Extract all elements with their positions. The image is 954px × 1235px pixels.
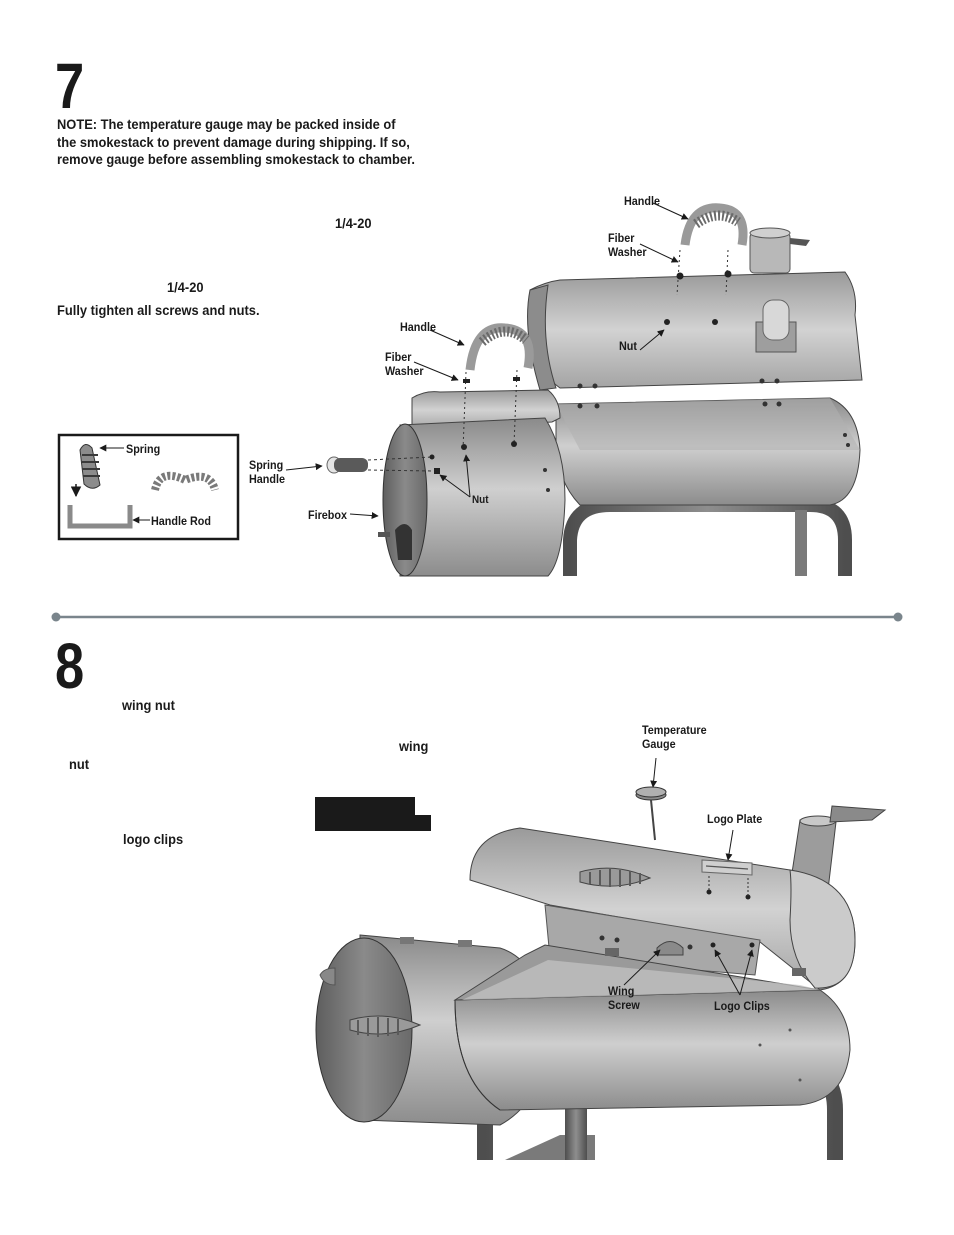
label-logo-plate: Logo Plate — [707, 812, 763, 826]
note-line: NOTE: The temperature gauge may be packe… — [57, 116, 396, 132]
main-chamber — [555, 378, 861, 506]
note-line: remove gauge before assembling smokestac… — [57, 151, 415, 167]
firebox-handle — [461, 323, 534, 451]
step-7-number: 7 — [55, 50, 85, 122]
label-fiber-washer-left: Fiber Washer — [385, 350, 424, 378]
main-lid — [527, 227, 863, 391]
bolt-size-b: 1/4-20 — [167, 279, 204, 295]
main-chamber-8 — [453, 944, 851, 1111]
label-spring-handle: Spring Handle — [249, 458, 286, 486]
main-lid-8 — [469, 827, 856, 991]
step-8-number: 8 — [55, 630, 85, 702]
temperature-gauge — [635, 786, 667, 841]
bolt-size-a: 1/4-20 — [335, 215, 372, 231]
spring-handle — [326, 454, 440, 474]
label-temperature-gauge: Temperature Gauge — [642, 723, 707, 751]
note-line: the smokestack to prevent damage during … — [57, 133, 410, 150]
firebox-body — [378, 417, 566, 577]
step-divider — [51, 612, 903, 622]
black-label-rect — [315, 797, 431, 831]
label-handle-left: Handle — [400, 320, 437, 334]
label-handle-top: Handle — [624, 194, 661, 208]
text-wing: wing — [399, 738, 429, 754]
spring-inset — [57, 433, 240, 541]
label-fiber-washer-top: Fiber Washer — [608, 231, 647, 259]
inset-label-handle-rod: Handle Rod — [151, 514, 212, 528]
label-nut-bottom: Nut — [472, 494, 489, 506]
label-wing-screw: Wing Screw — [608, 984, 640, 1012]
label-firebox: Firebox — [308, 508, 348, 522]
step-7-note: NOTE: The temperature gauge may be packe… — [57, 116, 415, 169]
tighten-instruction: Fully tighten all screws and nuts. — [57, 302, 260, 318]
text-wing-nut: wing nut — [122, 697, 175, 713]
step-7-callouts — [285, 202, 689, 520]
inset-label-spring: Spring — [126, 442, 161, 456]
text-nut: nut — [69, 756, 90, 772]
top-handle — [664, 203, 748, 325]
label-nut-top: Nut — [619, 339, 637, 353]
label-logo-clips: Logo Clips — [714, 999, 770, 1013]
text-logo-clips: logo clips — [123, 831, 184, 847]
cart-frame — [563, 498, 852, 576]
step-8-callouts — [623, 757, 754, 996]
